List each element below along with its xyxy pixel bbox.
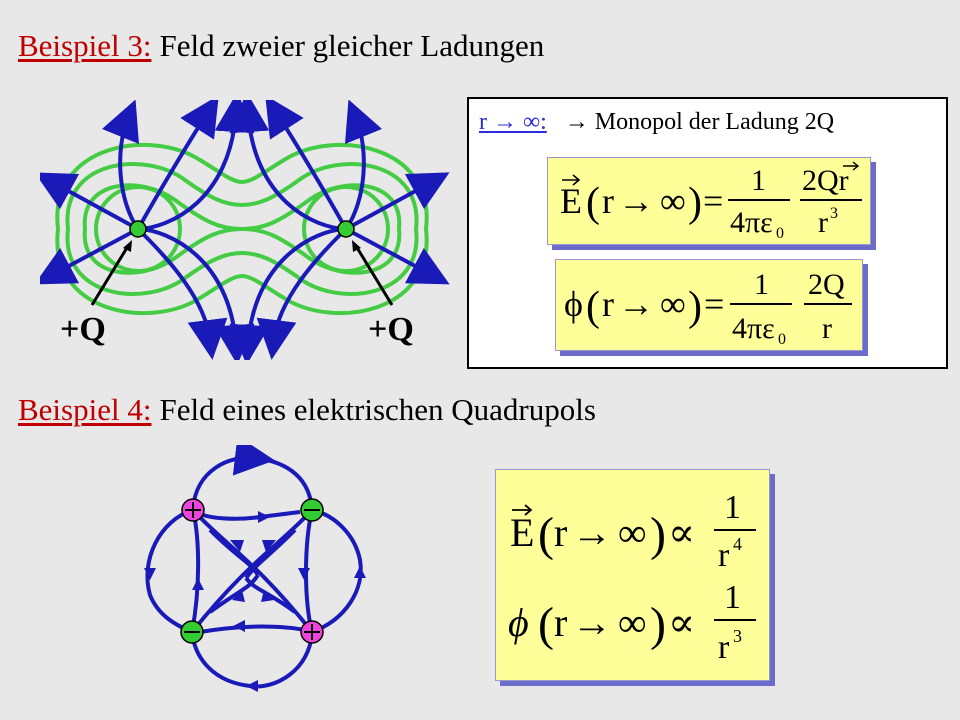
svg-text:r: r bbox=[822, 312, 832, 345]
svg-text:4πε: 4πε bbox=[730, 206, 773, 239]
formula-phi-monopole: ϕ ( r → ∞ ) = 1 4πε 0 2Q r bbox=[555, 259, 863, 351]
svg-text:∞: ∞ bbox=[660, 284, 686, 324]
svg-text:r: r bbox=[602, 284, 614, 324]
quadrupole-field-diagram bbox=[144, 445, 366, 692]
svg-text:r: r bbox=[602, 181, 614, 221]
svg-text:r: r bbox=[554, 600, 567, 645]
monopole-box: r → ∞: → Monopol der Ladung 2Q E ( r → ∞ … bbox=[467, 97, 948, 369]
svg-text:0: 0 bbox=[776, 225, 784, 242]
svg-text:ϕ: ϕ bbox=[508, 600, 529, 645]
svg-text:r: r bbox=[554, 510, 567, 555]
equipotential-lines bbox=[55, 142, 429, 316]
charge-left bbox=[129, 220, 147, 238]
example3-text: Feld zweier gleicher Ladungen bbox=[159, 28, 545, 63]
example3-title: Beispiel 3:Feld zweier gleicher Ladungen bbox=[18, 28, 544, 64]
svg-text:=: = bbox=[704, 284, 724, 324]
charge-right bbox=[337, 220, 355, 238]
svg-text:): ) bbox=[650, 508, 666, 561]
example4-label: Beispiel 4: bbox=[18, 392, 152, 427]
svg-text:): ) bbox=[688, 180, 702, 226]
svg-text:1: 1 bbox=[724, 489, 741, 526]
svg-text:2Qr: 2Qr bbox=[802, 164, 849, 197]
svg-text:r: r bbox=[718, 629, 730, 666]
example4-title: Beispiel 4:Feld eines elektrischen Quadr… bbox=[18, 392, 596, 428]
svg-text:1: 1 bbox=[724, 579, 741, 616]
formula-e-monopole: E ( r → ∞ ) = 1 4πε 0 2Qr r 3 bbox=[547, 157, 871, 245]
svg-text:2Q: 2Q bbox=[808, 268, 845, 301]
svg-text:0: 0 bbox=[778, 331, 786, 348]
svg-text:E: E bbox=[510, 510, 534, 555]
svg-text:1: 1 bbox=[754, 268, 769, 301]
quadrupole-arrowheads bbox=[144, 452, 366, 692]
svg-text:r: r bbox=[818, 206, 828, 239]
svg-text:ϕ: ϕ bbox=[564, 284, 583, 324]
svg-text:→: → bbox=[618, 181, 654, 221]
svg-text:1: 1 bbox=[751, 164, 766, 197]
svg-text:→: → bbox=[618, 284, 654, 324]
charge-left-label: +Q bbox=[60, 311, 106, 348]
svg-text:∝: ∝ bbox=[668, 510, 695, 555]
example4-text: Feld eines elektrischen Quadrupols bbox=[159, 392, 596, 427]
monopole-text: → Monopol der Ladung 2Q bbox=[564, 109, 835, 135]
formula-quadrupole: E ( r → ∞ ) ∝ 1 r 4 ϕ ( r → ∞ ) ∝ 1 r 3 bbox=[495, 469, 770, 681]
svg-text:∝: ∝ bbox=[668, 600, 695, 645]
svg-text:∞: ∞ bbox=[618, 600, 647, 645]
monopole-header: r → ∞: → Monopol der Ladung 2Q bbox=[479, 109, 834, 136]
two-charge-field-diagram: +Q +Q bbox=[40, 100, 450, 360]
svg-text:∞: ∞ bbox=[618, 510, 647, 555]
limit-condition: r → ∞: bbox=[479, 109, 547, 135]
svg-text:(: ( bbox=[538, 598, 554, 651]
svg-text:4: 4 bbox=[733, 534, 742, 554]
example3-label: Beispiel 3: bbox=[18, 28, 152, 63]
svg-text:→: → bbox=[572, 510, 612, 555]
svg-text:(: ( bbox=[586, 180, 600, 226]
field-lines bbox=[40, 100, 450, 360]
svg-text:): ) bbox=[650, 598, 666, 651]
svg-text:3: 3 bbox=[830, 205, 838, 222]
charge-right-label: +Q bbox=[368, 311, 414, 348]
svg-text:): ) bbox=[688, 284, 702, 330]
svg-text:(: ( bbox=[538, 508, 554, 561]
svg-text:3: 3 bbox=[733, 626, 742, 646]
quadrupole-charges bbox=[180, 498, 324, 644]
svg-text:r: r bbox=[718, 537, 730, 574]
quadrupole-field-lines bbox=[145, 445, 363, 689]
svg-text:∞: ∞ bbox=[660, 181, 686, 221]
svg-text:4πε: 4πε bbox=[732, 312, 775, 345]
svg-text:E: E bbox=[560, 181, 582, 221]
svg-text:→: → bbox=[572, 600, 612, 645]
svg-text:=: = bbox=[703, 181, 723, 221]
svg-text:(: ( bbox=[586, 284, 600, 330]
